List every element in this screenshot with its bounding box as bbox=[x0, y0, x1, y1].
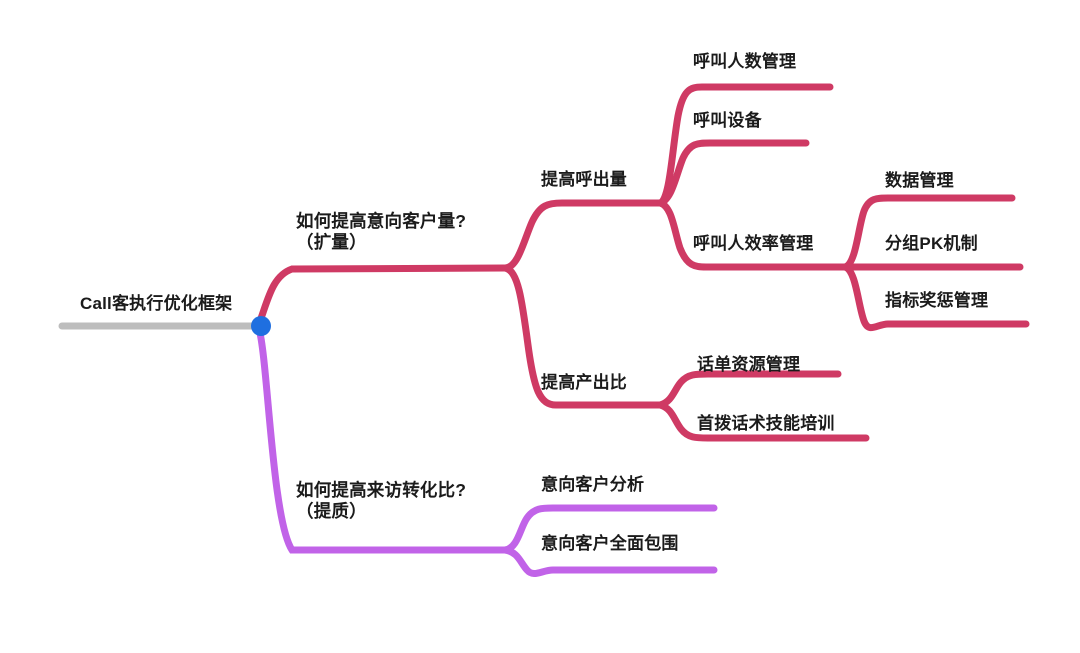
node-caller-efficiency-label[interactable]: 呼叫人效率管理 bbox=[693, 234, 814, 253]
edge-outbound-to-efficiency bbox=[656, 199, 849, 271]
edge-branch1-to-outbound bbox=[501, 199, 664, 272]
edge-branch2-to-intent-surround bbox=[501, 546, 718, 578]
node-output-ratio-label[interactable]: 提高产出比 bbox=[541, 373, 627, 392]
branch2-label-line2: （提质） bbox=[296, 501, 367, 522]
node-intent-customer-analysis-label[interactable]: 意向客户分析 bbox=[541, 475, 645, 494]
node-first-call-training-label[interactable]: 首拨话术技能培训 bbox=[697, 414, 835, 433]
edge-efficiency-to-data-mgmt bbox=[841, 194, 1016, 271]
node-kpi-reward-label[interactable]: 指标奖惩管理 bbox=[885, 291, 989, 310]
branch2-label-line1: 如何提高来访转化比? bbox=[296, 480, 467, 500]
edge-efficiency-to-kpi-reward bbox=[841, 263, 1030, 332]
node-intent-customer-surround-label[interactable]: 意向客户全面包围 bbox=[541, 534, 679, 553]
node-caller-device-label[interactable]: 呼叫设备 bbox=[693, 111, 762, 130]
edge-root-to-branch1 bbox=[255, 264, 509, 328]
node-call-list-resource-label[interactable]: 话单资源管理 bbox=[697, 355, 801, 374]
edge-root-to-branch2 bbox=[255, 325, 509, 554]
branch1-label-line2: （扩量） bbox=[296, 232, 367, 253]
edge-outbound-to-device bbox=[656, 139, 810, 207]
edge-branch2-to-intent-analysis bbox=[501, 504, 718, 554]
branch1-label-line1: 如何提高意向客户量? bbox=[296, 211, 467, 231]
node-group-pk-label[interactable]: 分组PK机制 bbox=[885, 234, 978, 253]
edge-branch1-to-output-ratio bbox=[501, 264, 664, 409]
node-data-management-label[interactable]: 数据管理 bbox=[885, 171, 954, 190]
root-connector-dot[interactable] bbox=[251, 316, 271, 336]
root-node-label[interactable]: Call客执行优化框架 bbox=[80, 294, 233, 313]
edge-output-to-training bbox=[656, 401, 870, 442]
edge-outbound-to-caller-count bbox=[656, 83, 834, 207]
branch2-node-label[interactable]: 如何提高来访转化比?（提质） bbox=[296, 480, 466, 523]
branch1-node-label[interactable]: 如何提高意向客户量?（扩量） bbox=[296, 211, 466, 254]
node-outbound-volume-label[interactable]: 提高呼出量 bbox=[541, 170, 627, 189]
node-caller-count-label[interactable]: 呼叫人数管理 bbox=[693, 52, 797, 71]
edge-output-to-call-list bbox=[656, 370, 842, 409]
